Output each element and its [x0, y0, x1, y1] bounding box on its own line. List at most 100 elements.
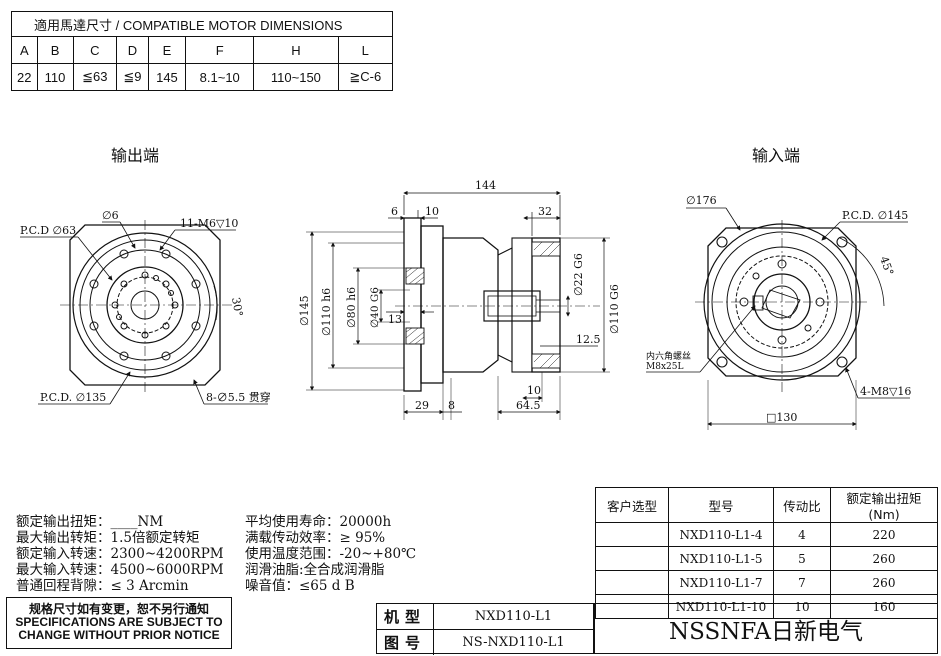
- spec-row: 额定输入转速：2300~4200RPM: [16, 546, 224, 562]
- ratio-torque-cell: 160: [830, 594, 938, 619]
- compat-value: 110~150: [253, 63, 339, 91]
- spec-key: 最大输入转速：: [16, 562, 111, 578]
- ratio-header: 型号: [668, 487, 774, 523]
- title-block-model-row: 机型 NXD110-L1: [377, 604, 593, 630]
- compat-header-row: A B C D E F H L: [11, 36, 394, 64]
- drawing-value: NS-NXD110-L1: [462, 635, 565, 650]
- spec-value: 20000h: [339, 514, 392, 530]
- spec-key: 平均使用寿命：: [245, 514, 340, 530]
- spec-value: 4500~6000RPM: [110, 562, 224, 578]
- spec-value: 2300~4200RPM: [110, 546, 224, 562]
- spec-row: 普通回程背隙：≤ 3 Arcmin: [16, 578, 224, 594]
- compat-value: 145: [147, 63, 187, 91]
- title-block-drawing-row: 图号 NS-NXD110-L1: [377, 630, 593, 655]
- label-d145: ∅145: [298, 295, 311, 326]
- label-len10b: 10: [527, 384, 541, 397]
- spec-row: 平均使用寿命：20000h: [245, 514, 416, 530]
- label-len8: 8: [448, 399, 455, 412]
- notice-line: 规格尺寸如有变更，恕不另行通知: [28, 602, 209, 616]
- spec-list-left: 额定输出扭矩：____NM 最大输出转矩：1.5倍额定转矩 额定输入转速：230…: [16, 514, 224, 594]
- ratio-torque-cell: 260: [830, 570, 938, 595]
- spec-key: 使用温度范围：: [245, 546, 340, 562]
- output-end-view: [20, 220, 268, 405]
- output-view-title: 输出端: [111, 146, 160, 165]
- compat-value: ≦63: [72, 63, 118, 91]
- spec-row: 使用温度范围：-20~+80℃: [245, 546, 416, 562]
- ratio-customer-cell[interactable]: [595, 522, 669, 547]
- label-len64-5: 64.5: [516, 399, 541, 412]
- label-len12-5: 12.5: [576, 333, 601, 346]
- spec-row: 满载传动效率：≥ 95%: [245, 530, 416, 546]
- spec-value: ____NM: [110, 514, 164, 530]
- spec-value: ：≤65 d B: [285, 578, 355, 594]
- compat-value: 22: [11, 63, 38, 91]
- spec-key: 满载传动效率：: [245, 530, 340, 546]
- ratio-header-row: 客户选型 型号 传动比 额定输出扭矩(Nm): [595, 487, 938, 523]
- spec-value: 全合成润滑脂: [303, 562, 385, 578]
- label-holes: 8-∅5.5 贯穿: [206, 390, 271, 404]
- ratio-header: 客户选型: [595, 487, 669, 523]
- label-d22g6: ∅22 G6: [572, 253, 585, 296]
- ratio-ratio-cell: 5: [773, 546, 831, 571]
- spec-value: 1.5倍额定转矩: [110, 530, 200, 546]
- spec-value: -20~+80℃: [339, 546, 417, 562]
- ratio-ratio-cell: 4: [773, 522, 831, 547]
- label-pcd145: P.C.D. ∅145: [842, 209, 908, 222]
- spec-row: 额定输出扭矩：____NM: [16, 514, 224, 530]
- notice-line: SPECIFICATIONS ARE SUBJECT TO: [15, 615, 223, 629]
- label-sq130: □130: [766, 411, 797, 424]
- label-len144: 144: [475, 179, 496, 192]
- ratio-customer-cell[interactable]: [595, 594, 669, 619]
- ratio-ratio-cell: 7: [773, 570, 831, 595]
- spec-key: 额定输出扭矩：: [16, 514, 111, 530]
- label-d40g6: ∅40 G6: [369, 287, 381, 328]
- drawing-label: 图号: [377, 630, 434, 655]
- compat-caption: 適用馬達尺寸 / COMPATIBLE MOTOR DIMENSIONS: [11, 11, 393, 37]
- notice-box: 规格尺寸如有变更，恕不另行通知 SPECIFICATIONS ARE SUBJE…: [6, 597, 232, 649]
- spec-key: 最大输出转矩：: [16, 530, 111, 546]
- label-d110h6: ∅110 h6: [320, 288, 333, 336]
- spec-row: 噪音值：≤65 d B: [245, 578, 416, 594]
- label-ang45: 45°: [877, 255, 896, 278]
- model-value: NXD110-L1: [474, 609, 553, 624]
- label-ang30: 30°: [229, 296, 245, 317]
- table-row: NXD110-L1-4 4 220: [595, 522, 938, 547]
- input-view-title: 输入端: [752, 146, 801, 165]
- input-end-view: [646, 207, 910, 430]
- ratio-customer-cell[interactable]: [595, 546, 669, 571]
- ratio-torque-cell: 220: [830, 522, 938, 547]
- spec-row: 最大输出转矩：1.5倍额定转矩: [16, 530, 224, 546]
- compat-value-row: 22 110 ≦63 ≦9 145 8.1~10 110~150 ≧C-6: [11, 63, 394, 91]
- spec-row: 最大输入转速：4500~6000RPM: [16, 562, 224, 578]
- title-block: 机型 NXD110-L1 图号 NS-NXD110-L1: [376, 603, 594, 655]
- table-row: NXD110-L1-5 5 260: [595, 546, 938, 571]
- label-m6: 11-M6▽10: [180, 217, 238, 230]
- brand-name: NSSNFA日新电气: [594, 603, 938, 654]
- label-len32: 32: [538, 205, 552, 218]
- spec-value: ≥ 95%: [339, 530, 386, 546]
- model-label: 机型: [377, 604, 434, 629]
- label-d176: ∅176: [686, 194, 717, 207]
- ratio-customer-cell[interactable]: [595, 570, 669, 595]
- label-len10a: 10: [425, 205, 439, 218]
- compat-header: A: [11, 36, 38, 64]
- side-section-view: [306, 190, 610, 420]
- label-d6: ∅6: [102, 209, 119, 222]
- spec-list-right: 平均使用寿命：20000h 满载传动效率：≥ 95% 使用温度范围：-20~+8…: [245, 514, 416, 594]
- compat-value: ≧C-6: [337, 63, 394, 91]
- compat-value: ≦9: [116, 63, 149, 91]
- compat-header: D: [116, 36, 149, 64]
- label-len6: 6: [391, 205, 398, 218]
- label-pcd63: P.C.D ∅63: [20, 224, 76, 237]
- label-len29: 29: [415, 399, 429, 412]
- label-hex1: 内六角螺丝: [646, 350, 691, 362]
- ratio-model-cell: NXD110-L1-7: [668, 570, 774, 595]
- ratio-table: 客户选型 型号 传动比 额定输出扭矩(Nm) NXD110-L1-4 4 220…: [595, 487, 938, 619]
- compat-header: E: [147, 36, 187, 64]
- spec-key: 普通回程背隙：: [16, 578, 111, 594]
- table-row: NXD110-L1-10 10 160: [595, 594, 938, 619]
- label-hex2: M8x25L: [646, 362, 683, 372]
- label-m8: 4-M8▽16: [860, 385, 911, 398]
- ratio-torque-cell: 260: [830, 546, 938, 571]
- compatible-motor-table: 適用馬達尺寸 / COMPATIBLE MOTOR DIMENSIONS A B…: [11, 11, 394, 91]
